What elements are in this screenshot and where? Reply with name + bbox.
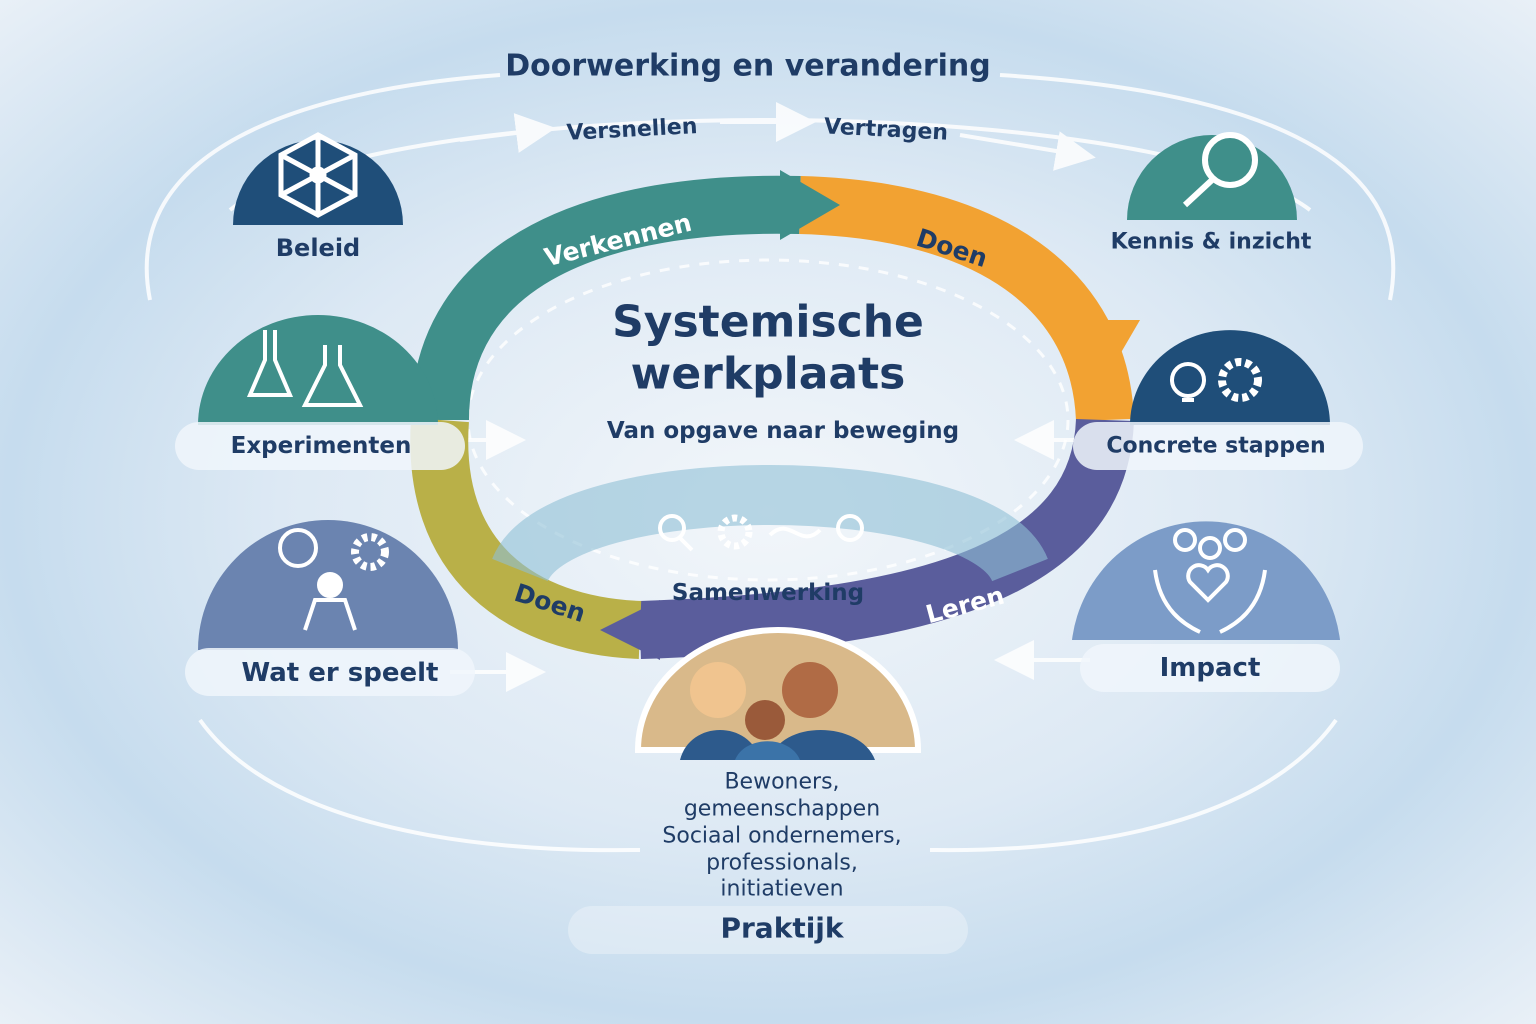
node-wat-er-speelt: Wat er speelt bbox=[241, 658, 439, 688]
impact-dome bbox=[1072, 521, 1340, 640]
flask-icon bbox=[246, 330, 364, 407]
samenwerking-band bbox=[492, 465, 1048, 585]
node-concrete-stappen: Concrete stappen bbox=[1106, 433, 1326, 459]
arc-verkennen bbox=[411, 175, 801, 421]
practice-line3: Sociaal ondernemers, bbox=[662, 823, 902, 849]
arrowhead-leren bbox=[600, 600, 660, 660]
center-title-line2: werkplaats bbox=[630, 348, 906, 400]
hands-heart-icon bbox=[1153, 528, 1267, 634]
arc-doen-top bbox=[799, 176, 1134, 422]
center-title-line1: Systemische bbox=[612, 296, 924, 348]
practice-line2: gemeenschappen bbox=[683, 796, 881, 822]
cycle-ring bbox=[410, 175, 1134, 659]
network-icon bbox=[278, 132, 358, 218]
brain-gear-person-icon bbox=[278, 528, 389, 631]
arrowhead-verkennen bbox=[780, 170, 840, 240]
concrete-dome bbox=[1130, 330, 1330, 425]
node-beleid: Beleid bbox=[275, 234, 361, 262]
header-title: Doorwerking en verandering bbox=[505, 48, 991, 84]
practice-line5: initiatieven bbox=[720, 876, 844, 902]
collaboration-icons bbox=[658, 514, 864, 552]
node-impact: Impact bbox=[1159, 653, 1261, 683]
people-illustration bbox=[680, 662, 875, 760]
practice-line1: Bewoners, bbox=[724, 769, 840, 795]
node-kennis: Kennis & inzicht bbox=[1110, 229, 1312, 255]
people-dome bbox=[634, 627, 922, 753]
cycle-inner-samenwerking: Samenwerking bbox=[671, 580, 865, 606]
arc-doen-bottom bbox=[410, 417, 642, 659]
practice-line4: professionals, bbox=[706, 850, 858, 876]
experimenten-dome bbox=[198, 315, 438, 425]
center-subtitle: Van opgave naar beweging bbox=[606, 418, 960, 444]
arc-leren bbox=[639, 418, 1134, 659]
experimenten-pill bbox=[175, 422, 465, 470]
concrete-pill bbox=[1073, 422, 1363, 470]
wat-er-speelt-pill bbox=[185, 648, 475, 696]
node-experimenten: Experimenten bbox=[230, 433, 412, 459]
bulb-gear-icon bbox=[1170, 358, 1262, 402]
magnifier-icon bbox=[1182, 132, 1258, 208]
inner-dashed-ellipse bbox=[466, 258, 1070, 582]
praktijk-pill bbox=[568, 906, 968, 954]
arrowhead-doen bbox=[1070, 320, 1140, 380]
impact-pill bbox=[1080, 644, 1340, 692]
practice-title: Praktijk bbox=[720, 911, 844, 945]
